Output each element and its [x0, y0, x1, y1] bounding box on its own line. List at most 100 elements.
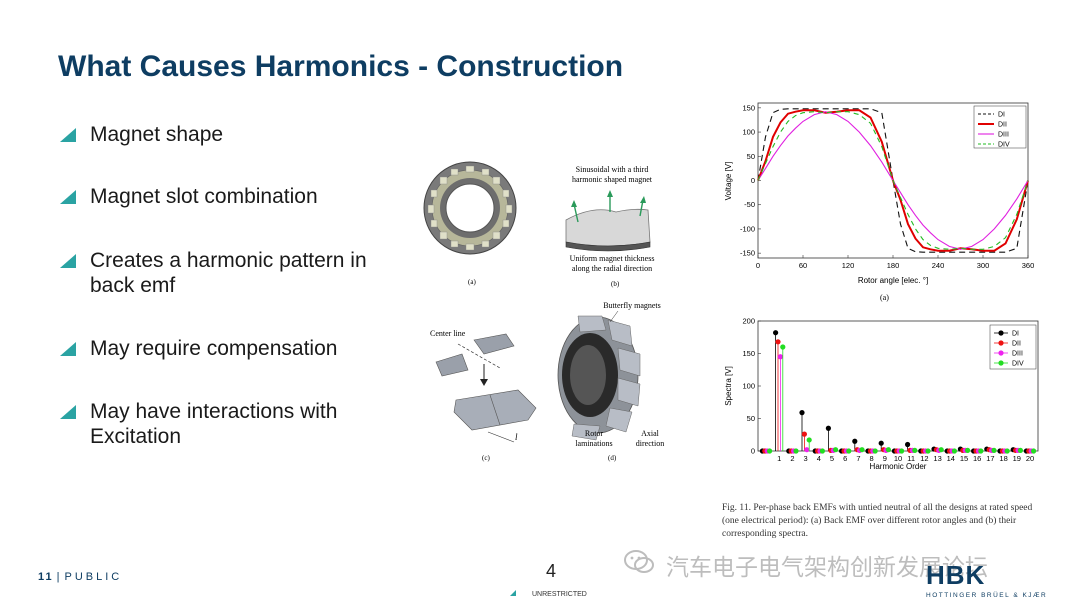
stem-marker-di	[825, 425, 831, 431]
legend-label: DIV	[1012, 361, 1024, 368]
x-tick-label: 2	[790, 454, 794, 463]
bullet-text: May have interactions with Excitation	[90, 400, 338, 448]
x-tick-label: 11	[907, 454, 915, 463]
x-tick-label: 5	[830, 454, 834, 463]
d-rotor2: laminations	[575, 439, 612, 448]
figure-caption: Fig. 11. Per-phase back EMFs with untied…	[722, 503, 1033, 539]
bullet-text: Magnet slot combination	[90, 185, 318, 208]
slide-title: What Causes Harmonics - Construction	[58, 50, 624, 83]
legend-marker	[998, 350, 1004, 356]
label-d: (d)	[608, 454, 617, 462]
stem-marker-diii	[777, 354, 783, 360]
label-a: (a)	[468, 278, 476, 286]
voltage-chart-ylabel: Voltage [V]	[724, 162, 733, 201]
x-tick-label: 6	[843, 454, 847, 463]
y-tick-label: 150	[742, 349, 755, 358]
x-tick-label: 4	[817, 454, 821, 463]
stem-marker-div	[819, 448, 825, 454]
voltage-chart-legend: DI DII DIII DIV	[973, 105, 1027, 149]
label-b: (b)	[611, 280, 620, 288]
x-tick-label: 360	[1022, 261, 1035, 270]
center-number: 4	[546, 561, 557, 581]
y-tick-label: -50	[744, 200, 755, 209]
stem-marker-div	[991, 447, 997, 453]
stem-marker-div	[899, 448, 905, 454]
legend-label: DI	[998, 112, 1005, 119]
stem-marker-dii	[801, 431, 807, 437]
series-line-div	[757, 111, 1029, 250]
spectra-chart-xlabel: Harmonic Order	[870, 462, 927, 470]
stem-marker-div	[978, 448, 984, 454]
legend-label: DII	[1012, 341, 1021, 348]
d-axial2: direction	[636, 439, 664, 448]
c-l: l	[515, 432, 518, 442]
x-tick-label: 14	[947, 454, 955, 463]
stem-marker-div	[938, 447, 944, 453]
stem-marker-div	[1017, 447, 1023, 453]
spectra-chart-legend: DI DII DIII DIV	[989, 324, 1037, 370]
x-tick-label: 0	[756, 261, 760, 270]
butterfly-rotor	[557, 315, 641, 441]
label-c: (c)	[482, 454, 490, 462]
triangle-bullet-icon	[60, 190, 76, 204]
legend-label: DII	[998, 122, 1007, 129]
legend-label: DIII	[998, 132, 1009, 139]
stem-marker-div	[859, 447, 865, 453]
stem-marker-di	[773, 330, 779, 336]
y-tick-label: 50	[747, 414, 755, 423]
stem-marker-div	[1004, 448, 1010, 454]
spectra-chart-ylabel: Spectra [V]	[724, 366, 733, 406]
stem-marker-di	[852, 438, 858, 444]
b-top-line1: Sinusoidal with a third	[576, 165, 649, 174]
x-tick-label: 180	[887, 261, 900, 270]
series-line-di	[757, 108, 1029, 253]
x-tick-label: 120	[842, 261, 855, 270]
bullet-text: Magnet shape	[90, 123, 224, 146]
x-tick-label: 7	[856, 454, 860, 463]
d-butterfly-leader	[609, 310, 619, 323]
legend-label: DIII	[1012, 351, 1023, 358]
legend-box	[989, 324, 1037, 370]
b-bottom-line1: Uniform magnet thickness	[570, 254, 655, 263]
x-tick-label: 10	[894, 454, 902, 463]
legend-label: DIV	[998, 142, 1010, 149]
legend-box	[973, 105, 1027, 149]
stem-marker-di	[905, 441, 911, 448]
bullet-text: Creates a harmonic pattern in back emf	[90, 249, 367, 297]
x-tick-label: 18	[999, 454, 1007, 463]
magnet-figure: (a) Sinusoidal with a third harmonic sha…	[423, 161, 664, 462]
stem-marker-diii	[804, 447, 810, 453]
d-rotor1: Rotor	[585, 429, 604, 438]
stem-marker-div	[951, 448, 957, 454]
y-tick-label: 200	[742, 317, 755, 326]
y-tick-label: 100	[742, 382, 755, 391]
classification-label: PUBLIC	[64, 571, 123, 583]
hbk-logo: HBK HOTTINGER BRÜEL & KJÆR	[926, 560, 1046, 599]
x-tick-label: 15	[960, 454, 968, 463]
y-tick-label: 100	[742, 128, 755, 137]
triangle-bullet-icon	[60, 128, 76, 142]
shaped-magnet	[565, 190, 651, 252]
stem-marker-div	[793, 448, 799, 454]
x-tick-label: 13	[933, 454, 941, 463]
stem-marker-div	[1031, 448, 1037, 454]
logo-text: HBK	[926, 560, 986, 590]
voltage-chart-panel-label: (a)	[880, 293, 889, 302]
stem-marker-div	[925, 448, 931, 454]
legend-label: DI	[1012, 331, 1019, 338]
stem-marker-div	[780, 344, 786, 350]
triangle-bullet-icon	[60, 342, 76, 356]
stem-marker-div	[965, 447, 971, 453]
bullet-text: May require compensation	[90, 337, 338, 360]
x-tick-label: 12	[920, 454, 928, 463]
stem-marker-div	[846, 448, 852, 454]
triangle-mark-icon	[510, 590, 516, 596]
y-tick-label: 50	[747, 152, 755, 161]
triangle-bullet-icon	[60, 405, 76, 419]
x-tick-label: 1	[777, 454, 781, 463]
logo-subtitle: HOTTINGER BRÜEL & KJÆR	[926, 592, 1048, 599]
stem-marker-div	[833, 447, 839, 453]
